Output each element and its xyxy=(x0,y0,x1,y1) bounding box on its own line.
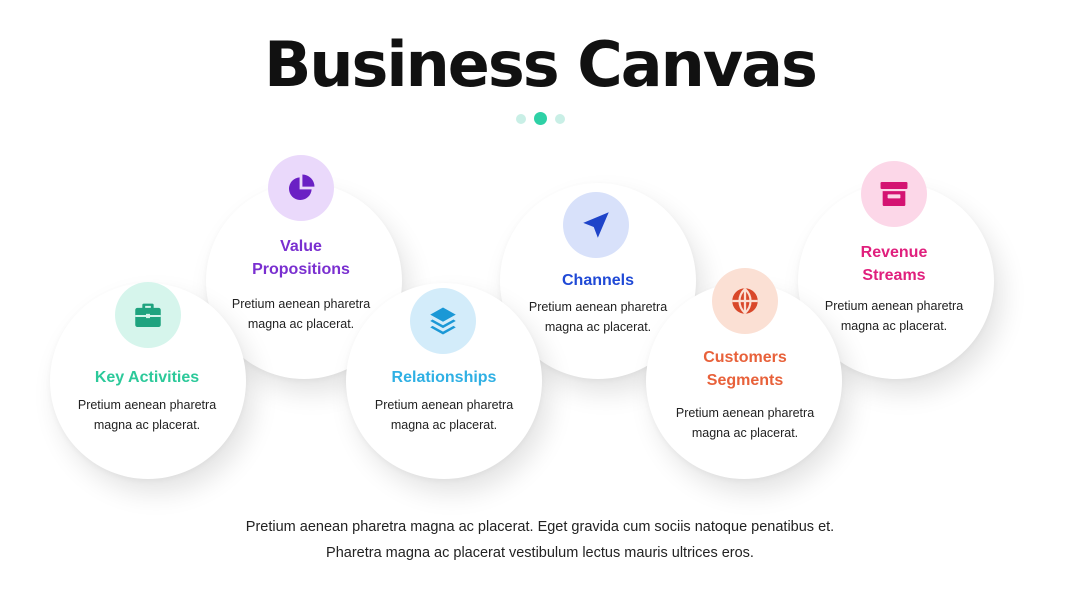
pagination-dot-active[interactable] xyxy=(533,112,547,125)
customers-segments-badge xyxy=(712,268,778,334)
key-activities-badge xyxy=(115,282,181,348)
footer-text: Pretium aenean pharetra magna ac placera… xyxy=(245,519,835,561)
page-title: Business Canvas xyxy=(264,28,818,101)
key-activities-label: Key Activities xyxy=(94,369,200,386)
navigation-arrow-icon xyxy=(583,212,609,238)
pagination-dot[interactable] xyxy=(554,113,565,124)
channels-badge xyxy=(563,192,629,258)
relationships-label: Relationships xyxy=(391,369,497,386)
archive-box-icon xyxy=(880,181,908,207)
pagination-dots xyxy=(0,112,1080,125)
briefcase-icon xyxy=(135,303,161,328)
pie-chart-icon xyxy=(288,174,315,201)
revenue-streams-badge xyxy=(861,161,927,227)
relationships-badge xyxy=(410,288,476,354)
globe-icon xyxy=(732,288,758,314)
channels-label: Channels xyxy=(561,272,634,289)
value-propositions-badge xyxy=(268,155,334,221)
pagination-dot[interactable] xyxy=(515,113,526,124)
layers-icon xyxy=(430,307,456,335)
